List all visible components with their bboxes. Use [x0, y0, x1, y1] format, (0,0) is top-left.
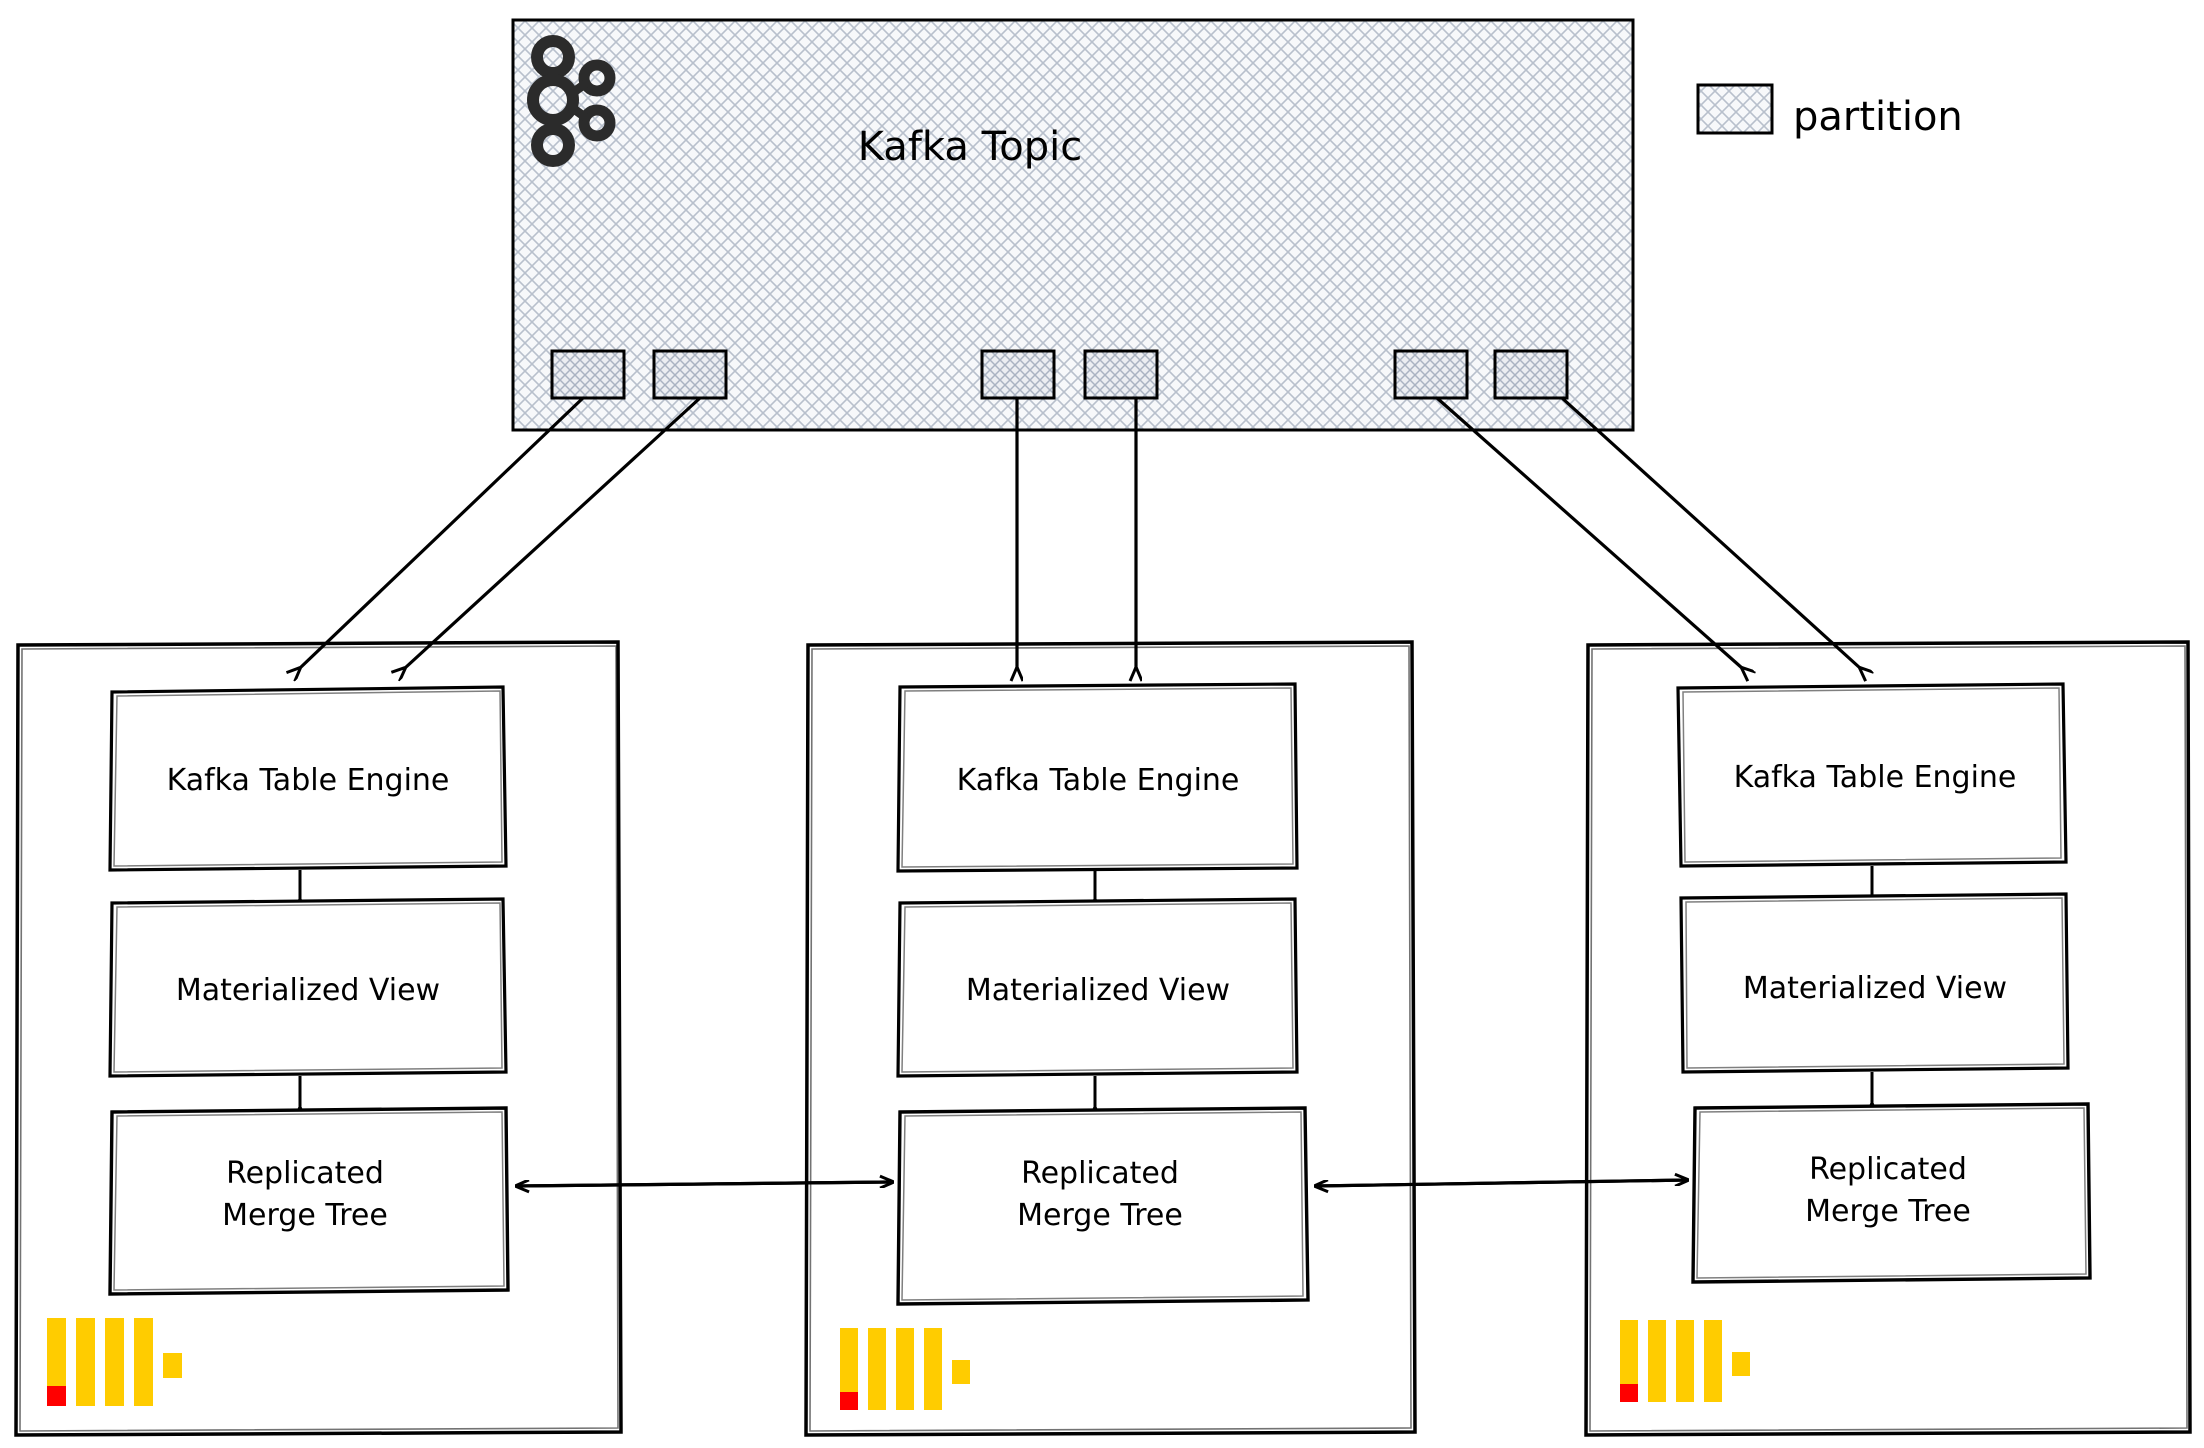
node-2-container-sketch: [809, 645, 1412, 1432]
node-3-replicated-merge-tree-label-line2: Merge Tree: [1805, 1194, 1971, 1229]
legend: partition: [1696, 83, 1963, 140]
partition-box-1[interactable]: [652, 349, 728, 400]
node-1-kafka-table-engine[interactable]: Kafka Table Engine: [108, 685, 508, 872]
node-2-materialized-view-label: Materialized View: [966, 973, 1230, 1008]
node-2-container: [804, 640, 1417, 1437]
node-1-replicated-merge-tree-label-line2: Merge Tree: [222, 1198, 388, 1233]
node-3-kafka-table-engine-label: Kafka Table Engine: [1734, 760, 2017, 795]
node-1-replicated-merge-tree[interactable]: Replicated Merge Tree: [108, 1106, 510, 1296]
replication-arrow-node1-node2-rev: [515, 1182, 893, 1186]
node-3-container: [1584, 640, 2192, 1437]
partition-box-5[interactable]: [1493, 349, 1569, 400]
node-3-materialized-view-label: Materialized View: [1743, 971, 2007, 1006]
partition-box-3[interactable]: [1083, 349, 1159, 400]
legend-label: partition: [1793, 94, 1963, 140]
kafka-topic-title: Kafka Topic: [858, 124, 1082, 170]
node-2-replicated-merge-tree-label-line2: Merge Tree: [1017, 1198, 1183, 1233]
node-2-clickhouse-logo: [840, 1328, 970, 1410]
node-2[interactable]: Kafka Table Engine Materialized View Rep…: [804, 640, 1417, 1437]
node-2-kafka-table-engine-label: Kafka Table Engine: [957, 763, 1240, 798]
arrow-p0-node1: [300, 396, 585, 668]
node-3[interactable]: Kafka Table Engine Materialized View Rep…: [1584, 640, 2192, 1437]
node-2-kafka-table-engine[interactable]: Kafka Table Engine: [896, 682, 1299, 873]
node-1-container-sketch: [19, 645, 619, 1432]
node-3-container-sketch: [1589, 645, 2188, 1432]
node-3-kafka-table-engine[interactable]: Kafka Table Engine: [1676, 682, 2068, 868]
arrow-p5-node3: [1560, 396, 1860, 668]
partition-box-0[interactable]: [550, 349, 626, 400]
node-2-materialized-view[interactable]: Materialized View: [896, 897, 1299, 1078]
partition-arrows: [300, 396, 1860, 668]
node-3-materialized-view[interactable]: Materialized View: [1679, 892, 2070, 1074]
node-2-replicated-merge-tree-label-line1: Replicated: [1021, 1156, 1179, 1191]
node-1-clickhouse-logo: [47, 1318, 182, 1406]
node-1[interactable]: Kafka Table Engine Materialized View Rep…: [14, 640, 623, 1437]
arrow-p4-node3: [1435, 396, 1742, 668]
kafka-logo: [527, 35, 616, 167]
replication-links: [516, 1180, 1688, 1186]
node-1-kafka-table-engine-label: Kafka Table Engine: [167, 763, 450, 798]
node-3-replicated-merge-tree[interactable]: Replicated Merge Tree: [1691, 1102, 2092, 1284]
node-1-replicated-merge-tree-label-line1: Replicated: [226, 1156, 384, 1191]
node-3-replicated-merge-tree-label-line1: Replicated: [1809, 1152, 1967, 1187]
kafka-topic-group[interactable]: Kafka Topic: [511, 18, 1635, 432]
replication-arrow-node2-node3-rev: [1314, 1180, 1688, 1188]
node-2-replicated-merge-tree[interactable]: Replicated Merge Tree: [896, 1106, 1310, 1306]
partition-swatch: [1696, 83, 1774, 135]
arrow-p1-node1: [405, 396, 702, 668]
node-1-materialized-view-label: Materialized View: [176, 973, 440, 1008]
node-3-clickhouse-logo: [1620, 1320, 1750, 1402]
node-1-container: [14, 640, 623, 1437]
partition-box-4[interactable]: [1393, 349, 1469, 400]
partition-box-2[interactable]: [980, 349, 1056, 400]
node-1-materialized-view[interactable]: Materialized View: [108, 897, 508, 1078]
